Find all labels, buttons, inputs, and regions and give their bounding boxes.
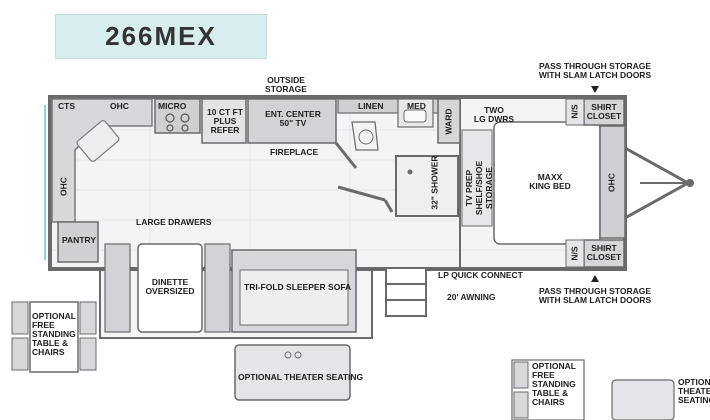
optional-theater-right-label: OPTIONAL THEATER SEATING — [678, 378, 710, 405]
ns-bottom-label: N/S — [569, 246, 580, 261]
refrigerator — [201, 98, 247, 144]
ohc-right-label: OHC — [606, 173, 617, 192]
arrow-up-icon — [591, 275, 599, 282]
model-name: 266MEX — [105, 21, 217, 51]
arrow-down-icon — [591, 86, 599, 93]
optional-theater-right — [611, 379, 675, 420]
cts-label: CTS — [58, 101, 75, 111]
refer-label: 10 CT FT PLUS REFER — [207, 107, 243, 135]
optional-table-left-label: OPTIONAL FREE STANDING TABLE & CHAIRS — [32, 311, 76, 357]
med-label: MED — [407, 101, 426, 111]
nightstand-top — [565, 98, 585, 126]
ohc-left-label: OHC — [58, 177, 69, 196]
two-lg-dwrs-label: TWO LG DWRS — [473, 105, 515, 124]
kitchen-sink — [76, 120, 120, 162]
dinette-table — [137, 243, 203, 333]
tv-prep-label: TV PREP SHELF/SHOE STORAGE — [464, 160, 494, 216]
lp-quick-connect-label: LP QUICK CONNECT — [438, 270, 523, 280]
shower-label: 32" SHOWER — [429, 155, 440, 210]
optional-theater-label: OPTIONAL THEATER SEATING — [238, 372, 364, 382]
bed-label: MAXX KING BED — [529, 172, 571, 191]
large-drawers-label: LARGE DRAWERS — [136, 217, 212, 227]
wardrobe — [437, 98, 461, 144]
outside-storage-label: OUTSIDE STORAGE — [265, 75, 307, 94]
micro-label: MICRO — [158, 101, 187, 111]
pantry — [57, 221, 99, 263]
pass-through-bottom-label: PASS THROUGH STORAGE WITH SLAM LATCH DOO… — [538, 286, 652, 305]
optional-theater-seating — [234, 344, 351, 401]
awning-label: 20' AWNING — [447, 292, 496, 302]
sofa-label: TRI-FOLD SLEEPER SOFA — [244, 282, 352, 292]
shower — [394, 155, 459, 217]
model-badge: 266MEX — [55, 14, 267, 59]
overhead-cabinet-right — [599, 125, 626, 239]
shirt-closet-top — [583, 98, 625, 126]
nightstand-bottom — [565, 239, 585, 268]
dinette-bench-right — [204, 243, 231, 333]
ohc-top-label: OHC — [110, 101, 129, 111]
ent-center-label: ENT. CENTER 50" TV — [265, 109, 321, 128]
stove — [154, 98, 201, 134]
shirt-closet-bottom-label: SHIRT CLOSET — [586, 243, 622, 262]
ns-top-label: N/S — [569, 104, 580, 119]
shirt-closet-bottom — [583, 239, 625, 268]
pantry-label: PANTRY — [62, 235, 96, 245]
entry-steps — [385, 267, 427, 317]
tv-prep-shelf — [461, 129, 493, 227]
pass-through-top-label: PASS THROUGH STORAGE WITH SLAM LATCH DOO… — [538, 61, 652, 80]
shirt-closet-top-label: SHIRT CLOSET — [586, 102, 622, 121]
linen-label: LINEN — [358, 101, 384, 111]
ward-label: WARD — [443, 108, 454, 135]
dinette-bench-left — [104, 243, 131, 333]
fireplace-label: FIREPLACE — [270, 147, 319, 157]
dinette-label: DINETTE OVERSIZED — [145, 277, 195, 296]
optional-table-right-label: OPTIONAL FREE STANDING TABLE & CHAIRS — [532, 361, 576, 407]
entertainment-center — [247, 98, 337, 144]
optional-table-left — [29, 301, 79, 373]
toilet — [351, 121, 379, 151]
